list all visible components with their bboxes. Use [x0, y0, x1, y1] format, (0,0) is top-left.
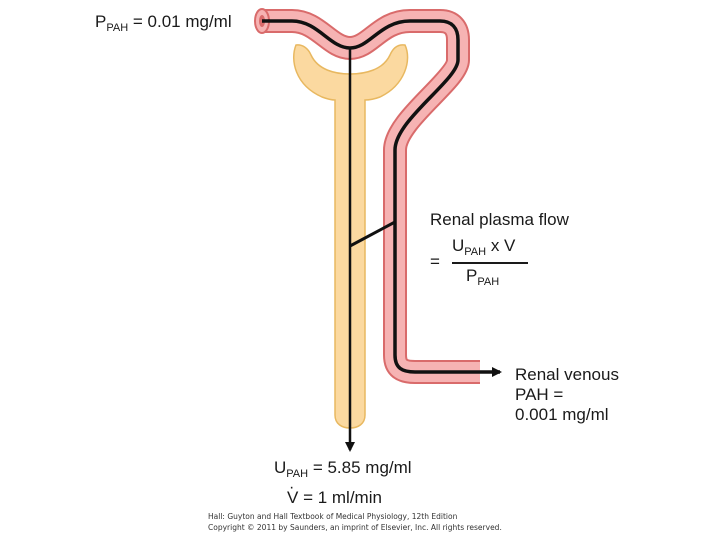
credit-line1: Hall: Guyton and Hall Textbook of Medica… — [208, 512, 458, 521]
venous-line1: Renal venous — [515, 365, 619, 384]
u-pah-sub: PAH — [286, 468, 309, 480]
rpf-title: Renal plasma flow — [430, 210, 569, 229]
p-pah-label: PPAH = 0.01 mg/ml — [95, 12, 232, 34]
v-flow-label: V = 1 ml/min — [287, 478, 382, 508]
rpf-num-main: U — [452, 236, 465, 255]
u-pah-main: U — [274, 458, 287, 477]
blood-flow-line — [262, 19, 502, 377]
rpf-num-rest: x V — [486, 236, 516, 255]
credit-line2: Copyright © 2011 by Saunders, an imprint… — [208, 523, 502, 532]
v-flow-rest: = 1 ml/min — [298, 488, 382, 507]
rpf-num-sub: PAH — [464, 246, 487, 258]
rpf-den-sub: PAH — [477, 276, 500, 288]
rpf-numerator: UPAH x V — [452, 236, 515, 258]
v-flow-main: V — [287, 478, 298, 508]
renal-vessel — [254, 8, 480, 384]
venous-line3: 0.001 mg/ml — [515, 405, 609, 424]
p-pah-main: P — [95, 12, 107, 31]
u-pah-rest: = 5.85 mg/ml — [308, 458, 412, 477]
p-pah-sub: PAH — [106, 22, 129, 34]
rpf-denominator: PPAH — [466, 266, 499, 288]
u-pah-label: UPAH = 5.85 mg/ml — [274, 458, 412, 480]
flow-lines — [262, 19, 502, 452]
rpf-den-main: P — [466, 266, 478, 285]
secretion-line — [349, 220, 396, 248]
p-pah-rest: = 0.01 mg/ml — [128, 12, 232, 31]
venous-line2: PAH = — [515, 385, 564, 404]
rpf-equals: = — [430, 252, 440, 271]
rpf-fraction-bar — [452, 262, 528, 264]
